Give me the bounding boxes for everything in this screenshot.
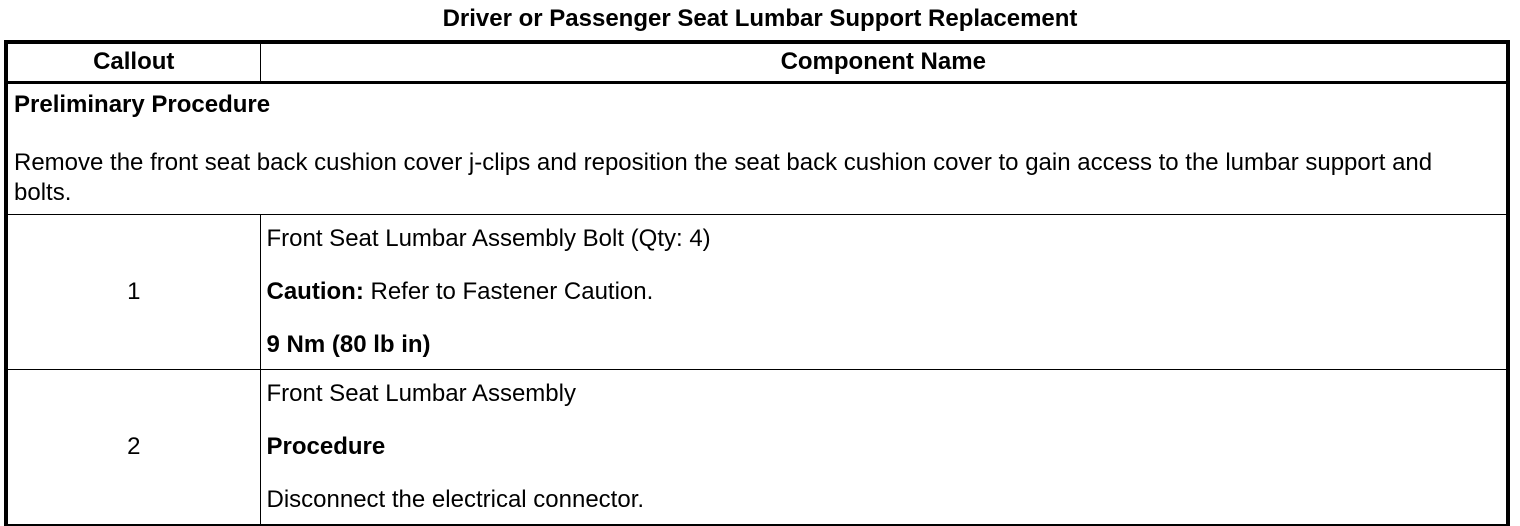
table-row-callout-1: 1 Front Seat Lumbar Assembly Bolt (Qty: … [5, 213, 1509, 370]
component-line-text: Refer to Fastener Caution. [363, 277, 654, 305]
preliminary-procedure-cell: Preliminary Procedure Remove the front s… [5, 81, 1509, 215]
table-row-callout-2: 2 Front Seat Lumbar Assembly Procedure D… [5, 368, 1509, 526]
component-line-text: Disconnect the electrical connector. [266, 485, 645, 513]
preliminary-procedure-row: Preliminary Procedure Remove the front s… [5, 81, 1509, 215]
component-line-bold: Caution: [266, 277, 364, 305]
component-line-bold: Procedure [266, 432, 386, 460]
page-title: Driver or Passenger Seat Lumbar Support … [442, 5, 1078, 32]
callout-column-header: Callout [5, 41, 261, 84]
component-line-bold: 9 Nm (80 lb in) [266, 330, 431, 358]
preliminary-procedure-text: Remove the front seat back cushion cover… [14, 148, 1433, 206]
component-line-text: Front Seat Lumbar Assembly Bolt (Qty: 4) [266, 224, 711, 252]
component-line-text: Front Seat Lumbar Assembly [266, 379, 576, 407]
component-line: Front Seat Lumbar Assembly [267, 379, 1499, 409]
component-name-column-header: Component Name [259, 41, 1509, 84]
component-name-cell: Front Seat Lumbar Assembly Bolt (Qty: 4)… [259, 213, 1509, 370]
component-line: 9 Nm (80 lb in) [267, 330, 1499, 360]
callout-number: 2 [5, 368, 261, 526]
component-line: Disconnect the electrical connector. [267, 485, 1499, 515]
lumbar-support-table: Callout Component Name Preliminary Proce… [4, 40, 1510, 526]
preliminary-procedure-heading: Preliminary Procedure [14, 90, 271, 118]
table-header-row: Callout Component Name [5, 41, 1509, 84]
component-line: Caution: Refer to Fastener Caution. [267, 277, 1499, 307]
component-name-cell: Front Seat Lumbar Assembly Procedure Dis… [259, 368, 1509, 526]
component-line: Procedure [267, 432, 1499, 462]
callout-number: 1 [5, 213, 261, 370]
component-line: Front Seat Lumbar Assembly Bolt (Qty: 4) [267, 224, 1499, 254]
